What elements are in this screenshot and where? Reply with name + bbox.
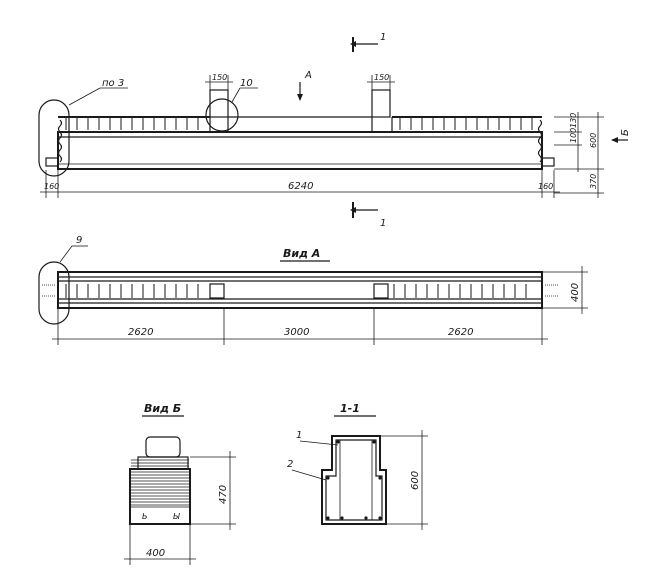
stirrup-ticks-plan [65, 284, 527, 298]
opening-right [371, 89, 391, 118]
dim-length: 6240 [288, 181, 313, 192]
detail-oval-pos3 [38, 99, 70, 177]
dim-plan-left: 2620 [128, 327, 153, 338]
plan-outline [57, 271, 543, 309]
right-end-plate [541, 157, 555, 167]
dim-plan-width: 400 [570, 283, 581, 302]
detail-oval-9 [38, 261, 70, 325]
end-view-hatch [131, 459, 189, 506]
section-reinforcement [325, 439, 383, 521]
view-b-arrow-label: Б [620, 129, 631, 136]
break-line-left [57, 119, 63, 163]
plan-opening-right [373, 283, 389, 299]
opening-left [209, 89, 229, 118]
stirrup-ticks-elevation [65, 117, 533, 130]
section-callout-1: 1 [296, 430, 302, 441]
section-mark-bottom: 1 [380, 218, 386, 229]
dim-plan-mid: 3000 [284, 327, 309, 338]
left-end-plate [45, 157, 59, 167]
dim-end-width: 400 [146, 548, 165, 559]
dim-100: 100 [569, 128, 578, 143]
dim-left-end: 160 [44, 182, 59, 191]
dim-370: 370 [589, 174, 598, 189]
section-callout-2: 2 [287, 459, 293, 470]
beam-body [57, 131, 543, 170]
dim-right-end: 160 [538, 182, 553, 191]
view-a-title: Вид А [283, 247, 320, 260]
beam-plan [42, 271, 558, 309]
callout-10-label: 10 [240, 78, 253, 89]
callout-9-label: 9 [76, 235, 82, 246]
view-a-arrow-label: А [304, 70, 312, 81]
end-view-letter-right: Ы [173, 512, 180, 521]
dim-150-left: 150 [212, 73, 227, 82]
section-title: 1-1 [340, 402, 360, 415]
dim-130: 130 [569, 113, 578, 128]
plan-opening-left [209, 283, 225, 299]
dim-plan-right: 2620 [448, 327, 473, 338]
dim-end-height: 470 [218, 485, 229, 504]
dim-height-total: 600 [589, 133, 598, 148]
detail-circle-10 [205, 98, 239, 132]
end-view-letter-left: Ь [142, 512, 148, 521]
section-mark-top: 1 [380, 32, 386, 43]
break-line-right [537, 119, 543, 163]
dim-150-right: 150 [374, 73, 389, 82]
beam-elevation [45, 89, 555, 170]
dim-section-height: 600 [410, 471, 421, 490]
end-view [129, 436, 191, 525]
view-b-title: Вид Б [144, 402, 181, 415]
end-view-body [129, 468, 191, 525]
end-view-top-block [145, 436, 181, 458]
cross-section [321, 435, 387, 525]
callout-pos3-label: по 3 [102, 78, 124, 89]
